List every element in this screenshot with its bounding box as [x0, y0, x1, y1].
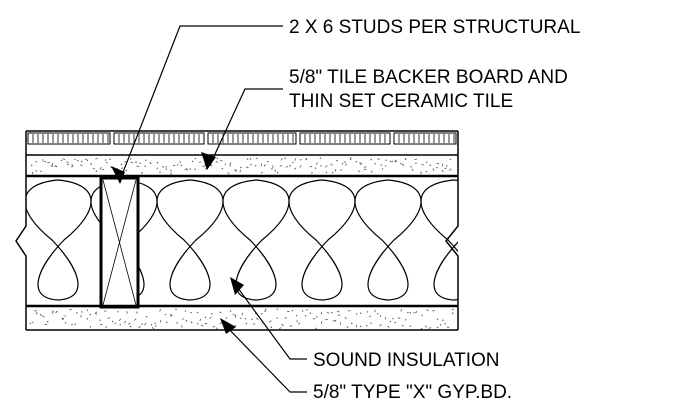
gyp-arrow-icon	[220, 318, 236, 334]
studs-callout: 2 X 6 STUDS PER STRUCTURAL	[289, 17, 580, 38]
backer-arrow-icon	[201, 152, 216, 170]
tile-backer-board-layer	[26, 157, 458, 178]
insulation-callout: SOUND INSULATION	[313, 350, 500, 371]
leader-lines	[119, 25, 307, 393]
studs-leader	[119, 25, 283, 181]
insulation-leader	[231, 279, 307, 360]
gypsum-board-layer	[26, 304, 458, 331]
insulation-arrow-icon	[230, 277, 244, 295]
break-lines	[15, 131, 459, 330]
gyp-leader	[221, 321, 307, 393]
backer-callout-line1: 5/8" TILE BACKER BOARD AND	[289, 67, 568, 88]
leader-arrows	[111, 152, 244, 334]
backer-callout-line2: THIN SET CERAMIC TILE	[289, 91, 513, 112]
backer-leader	[209, 88, 283, 166]
ceramic-tile-layer	[26, 130, 458, 156]
studs-arrow-icon	[111, 166, 125, 184]
wood-stud	[99, 176, 140, 309]
gyp-callout: 5/8" TYPE "X" GYP.BD.	[313, 382, 512, 403]
sound-insulation-layer	[26, 179, 458, 301]
